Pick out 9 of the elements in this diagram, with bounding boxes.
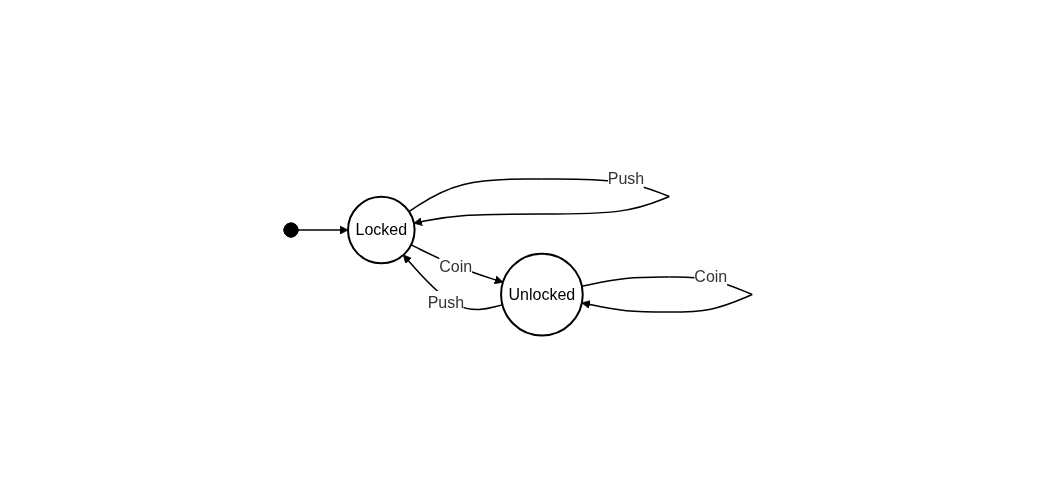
edge-label: Coin <box>694 267 728 285</box>
node-circle: Unlocked <box>500 252 585 337</box>
arrow <box>403 254 504 311</box>
edge-label: Coin <box>439 257 473 275</box>
arrow <box>297 225 349 235</box>
node-circle: Locked <box>347 195 416 265</box>
edge-label: Push <box>608 169 645 187</box>
edge-label: Push <box>427 293 465 311</box>
arrow <box>410 243 504 284</box>
